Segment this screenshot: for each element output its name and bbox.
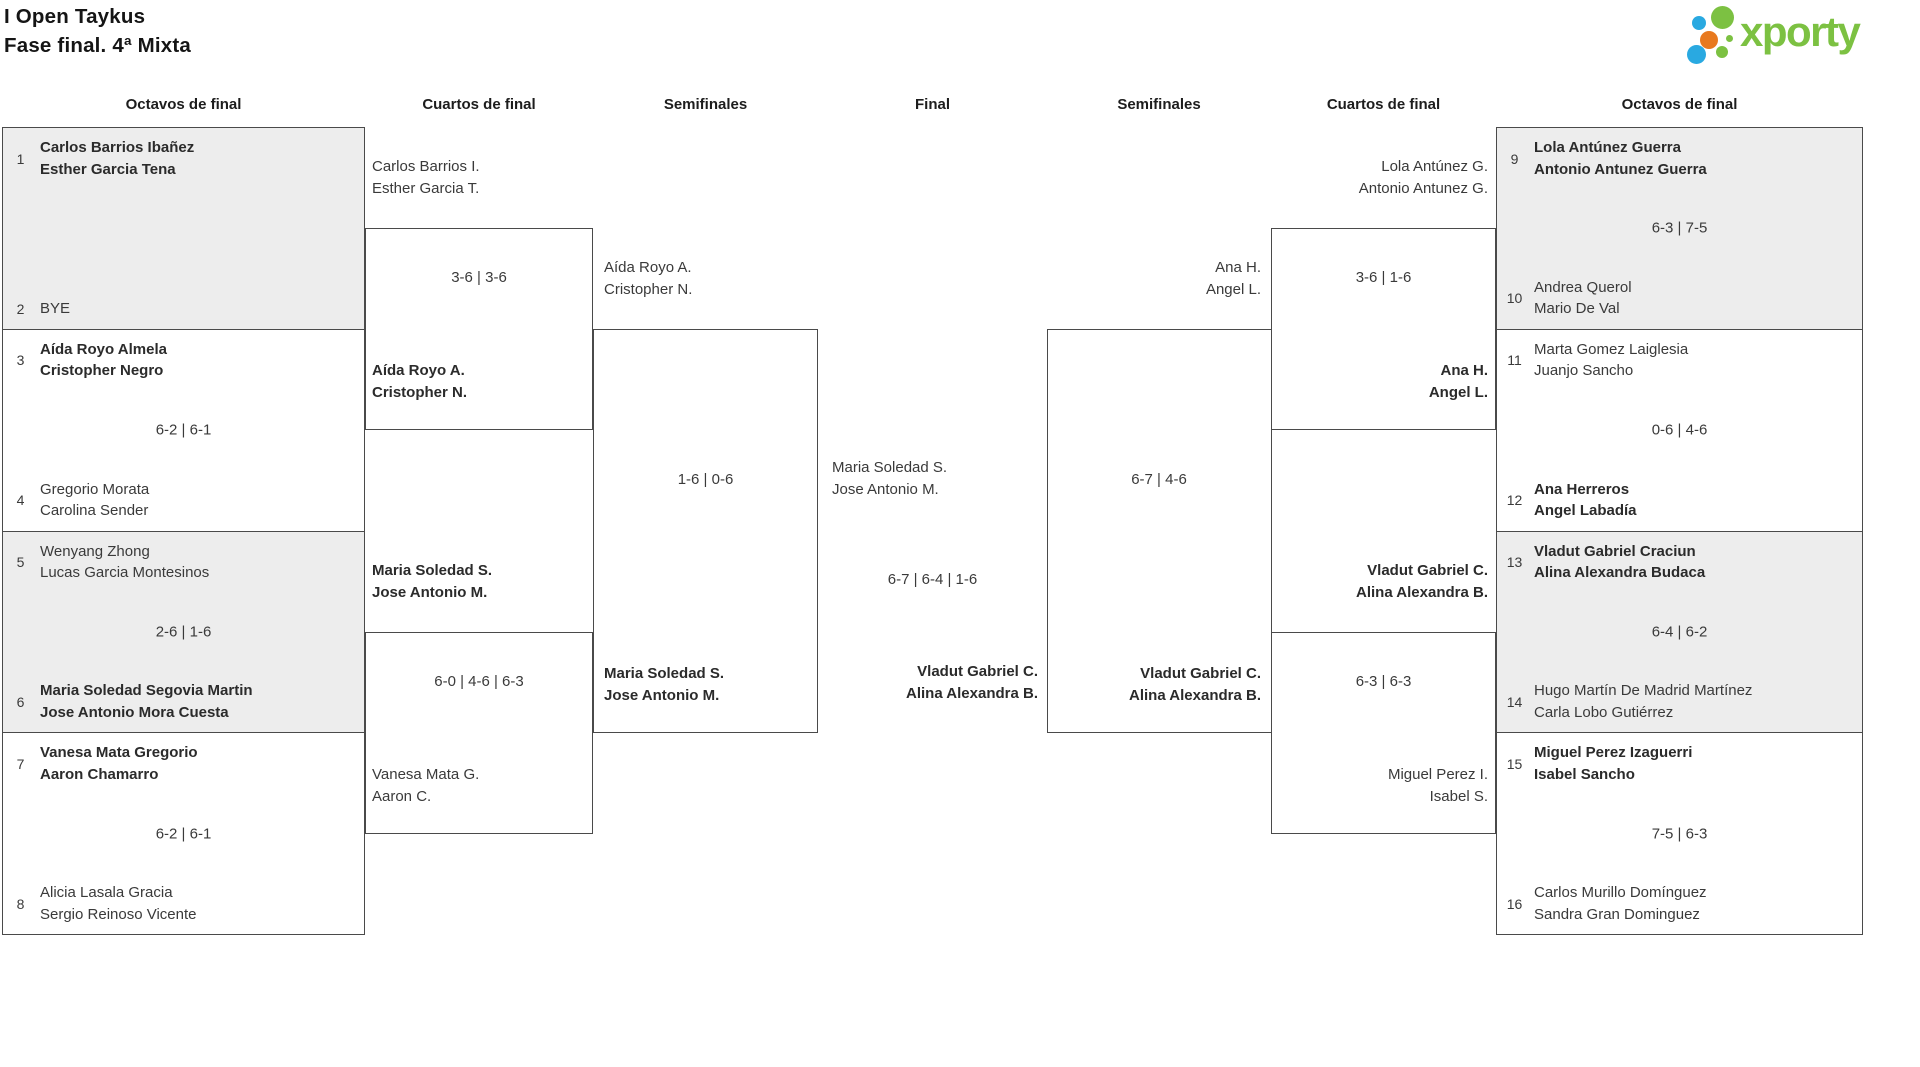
seed-number: 4	[16, 492, 25, 508]
seed-number: 8	[16, 895, 25, 912]
match-score: 6-4 | 6-2	[1651, 623, 1708, 641]
round-header-semis-left: Semifinales	[663, 96, 748, 113]
connector-qf-right-bottom	[1271, 632, 1496, 834]
final-bottom-team: Vladut Gabriel C. Alina Alexandra B.	[906, 663, 1038, 702]
qf-right-2-score: 6-3 | 6-3	[1355, 673, 1412, 690]
seed-number: 16	[1506, 895, 1523, 912]
logo-dot-icon	[1700, 31, 1718, 49]
team-name: Wenyang Zhong Lucas Garcia Montesinos	[40, 542, 210, 582]
round-header-octavos-left: Octavos de final	[125, 96, 242, 113]
qf-left-1-top-team: Carlos Barrios I. Esther Garcia T.	[372, 158, 480, 197]
sf-left-top-team: Aída Royo A. Cristopher N.	[604, 259, 693, 298]
sf-right-bottom-team: Vladut Gabriel C. Alina Alexandra B.	[1129, 665, 1261, 704]
match-score: 6-3 | 7-5	[1651, 219, 1708, 237]
qf-left-2-score: 6-0 | 4-6 | 6-3	[434, 673, 524, 690]
seed-number: 15	[1506, 755, 1523, 772]
team-name: Marta Gomez Laiglesia Juanjo Sancho	[1534, 340, 1689, 380]
match-1-2: 1 Carlos Barrios Ibañez Esther Garcia Te…	[3, 128, 364, 329]
team-name: Miguel Perez Izaguerri Isabel Sancho	[1534, 744, 1693, 783]
round-header-semis-right: Semifinales	[1117, 96, 1201, 113]
connector-sf-right	[1047, 329, 1272, 733]
match-13-14: 13 Vladut Gabriel Craciun Alina Alexandr…	[1497, 530, 1862, 733]
match-7-8: 7 Vanesa Mata Gregorio Aaron Chamarro 6-…	[3, 732, 364, 934]
seed-number: 12	[1506, 492, 1523, 508]
phase-subtitle: Fase final. 4ª Mixta	[4, 34, 192, 57]
octavos-right-column: 9 Lola Antúnez Guerra Antonio Antunez Gu…	[1496, 127, 1863, 935]
connector-sf-left	[593, 329, 818, 733]
logo-wordmark: xporty	[1740, 8, 1861, 55]
logo-dot-icon	[1711, 6, 1734, 29]
qf-left-2-bottom-team: Vanesa Mata G. Aaron C.	[372, 766, 480, 805]
qf-left-2-top-team: Maria Soledad S. Jose Antonio M.	[372, 562, 493, 601]
team-name: Lola Antúnez Guerra Antonio Antunez Guer…	[1534, 139, 1707, 178]
round-header-cuartos-left: Cuartos de final	[422, 96, 536, 113]
sf-left-bottom-team: Maria Soledad S. Jose Antonio M.	[604, 665, 725, 704]
team-name: Vanesa Mata Gregorio Aaron Chamarro	[40, 744, 198, 783]
team-name: Gregorio Morata Carolina Sender	[40, 480, 150, 520]
xporty-logo[interactable]: xporty	[1686, 5, 1896, 69]
match-score: 7-5 | 6-3	[1651, 825, 1708, 843]
team-name: Alicia Lasala Gracia Sergio Reinoso Vice…	[40, 884, 197, 923]
sf-right-score: 6-7 | 4-6	[1131, 471, 1187, 488]
team-name: Aída Royo Almela Cristopher Negro	[40, 340, 167, 380]
match-9-10: 9 Lola Antúnez Guerra Antonio Antunez Gu…	[1497, 128, 1862, 329]
team-name: Vladut Gabriel Craciun Alina Alexandra B…	[1534, 542, 1706, 582]
seed-number: 13	[1506, 554, 1523, 570]
qf-right-2-top-team: Vladut Gabriel C. Alina Alexandra B.	[1356, 562, 1488, 601]
logo-dot-icon	[1692, 16, 1706, 30]
octavos-left-column: 1 Carlos Barrios Ibañez Esther Garcia Te…	[2, 127, 365, 935]
seed-number: 11	[1507, 352, 1522, 369]
sf-left-score: 1-6 | 0-6	[677, 471, 734, 488]
match-3-4: 3 Aída Royo Almela Cristopher Negro 6-2 …	[3, 328, 364, 531]
qf-right-1-bottom-team: Ana H. Angel L.	[1428, 362, 1488, 401]
seed-number: 6	[16, 693, 25, 710]
match-5-6: 5 Wenyang Zhong Lucas Garcia Montesinos …	[3, 530, 364, 733]
sf-right-top-team: Ana H. Angel L.	[1205, 259, 1261, 298]
round-header-cuartos-right: Cuartos de final	[1326, 96, 1441, 113]
match-15-16: 15 Miguel Perez Izaguerri Isabel Sancho …	[1497, 732, 1862, 934]
seed-number: 7	[16, 755, 25, 772]
logo-dot-icon	[1726, 35, 1733, 42]
qf-right-1-score: 3-6 | 1-6	[1355, 269, 1412, 286]
match-score: 0-6 | 4-6	[1651, 421, 1708, 439]
match-score: 6-2 | 6-1	[155, 421, 212, 439]
seed-number: 5	[16, 554, 25, 570]
connector-qf-left-bottom	[365, 632, 593, 834]
final-top-team: Maria Soledad S. Jose Antonio M.	[832, 459, 948, 498]
round-header-final: Final	[914, 96, 950, 113]
qf-left-1-score: 3-6 | 3-6	[451, 269, 507, 286]
logo-dot-icon	[1687, 45, 1706, 64]
connector-qf-left-top	[365, 228, 593, 430]
qf-right-1-top-team: Lola Antúnez G. Antonio Antunez G.	[1358, 158, 1488, 197]
team-name: Carlos Barrios Ibañez Esther Garcia Tena	[40, 139, 195, 178]
match-score: 6-2 | 6-1	[155, 825, 212, 843]
team-name: Maria Soledad Segovia Martin Jose Antoni…	[40, 682, 253, 721]
qf-right-2-bottom-team: Miguel Perez I. Isabel S.	[1387, 766, 1488, 805]
match-score: 2-6 | 1-6	[155, 623, 212, 641]
qf-left-1-bottom-team: Aída Royo A. Cristopher N.	[372, 362, 468, 401]
final-score: 6-7 | 6-4 | 1-6	[887, 571, 978, 588]
team-name: Carlos Murillo Domínguez Sandra Gran Dom…	[1534, 884, 1707, 923]
seed-number: 2	[16, 301, 25, 317]
tournament-name: I Open Taykus	[4, 5, 146, 28]
round-header-octavos-right: Octavos de final	[1621, 96, 1738, 113]
connector-qf-right-top	[1271, 228, 1496, 430]
seed-number: 9	[1510, 150, 1519, 167]
team-name: Ana Herreros Angel Labadía	[1534, 480, 1637, 520]
team-name: BYE	[40, 300, 71, 318]
logo-dot-icon	[1716, 46, 1728, 58]
match-11-12: 11 Marta Gomez Laiglesia Juanjo Sancho 0…	[1497, 328, 1862, 531]
seed-number: 10	[1506, 290, 1523, 307]
team-name: Andrea Querol Mario De Val	[1534, 278, 1632, 318]
seed-number: 3	[16, 352, 25, 369]
seed-number: 14	[1506, 693, 1523, 710]
page-title: I Open Taykus Fase final. 4ª Mixta	[4, 2, 191, 60]
seed-number: 1	[16, 150, 25, 167]
team-name: Hugo Martín De Madrid Martínez Carla Lob…	[1534, 682, 1753, 721]
